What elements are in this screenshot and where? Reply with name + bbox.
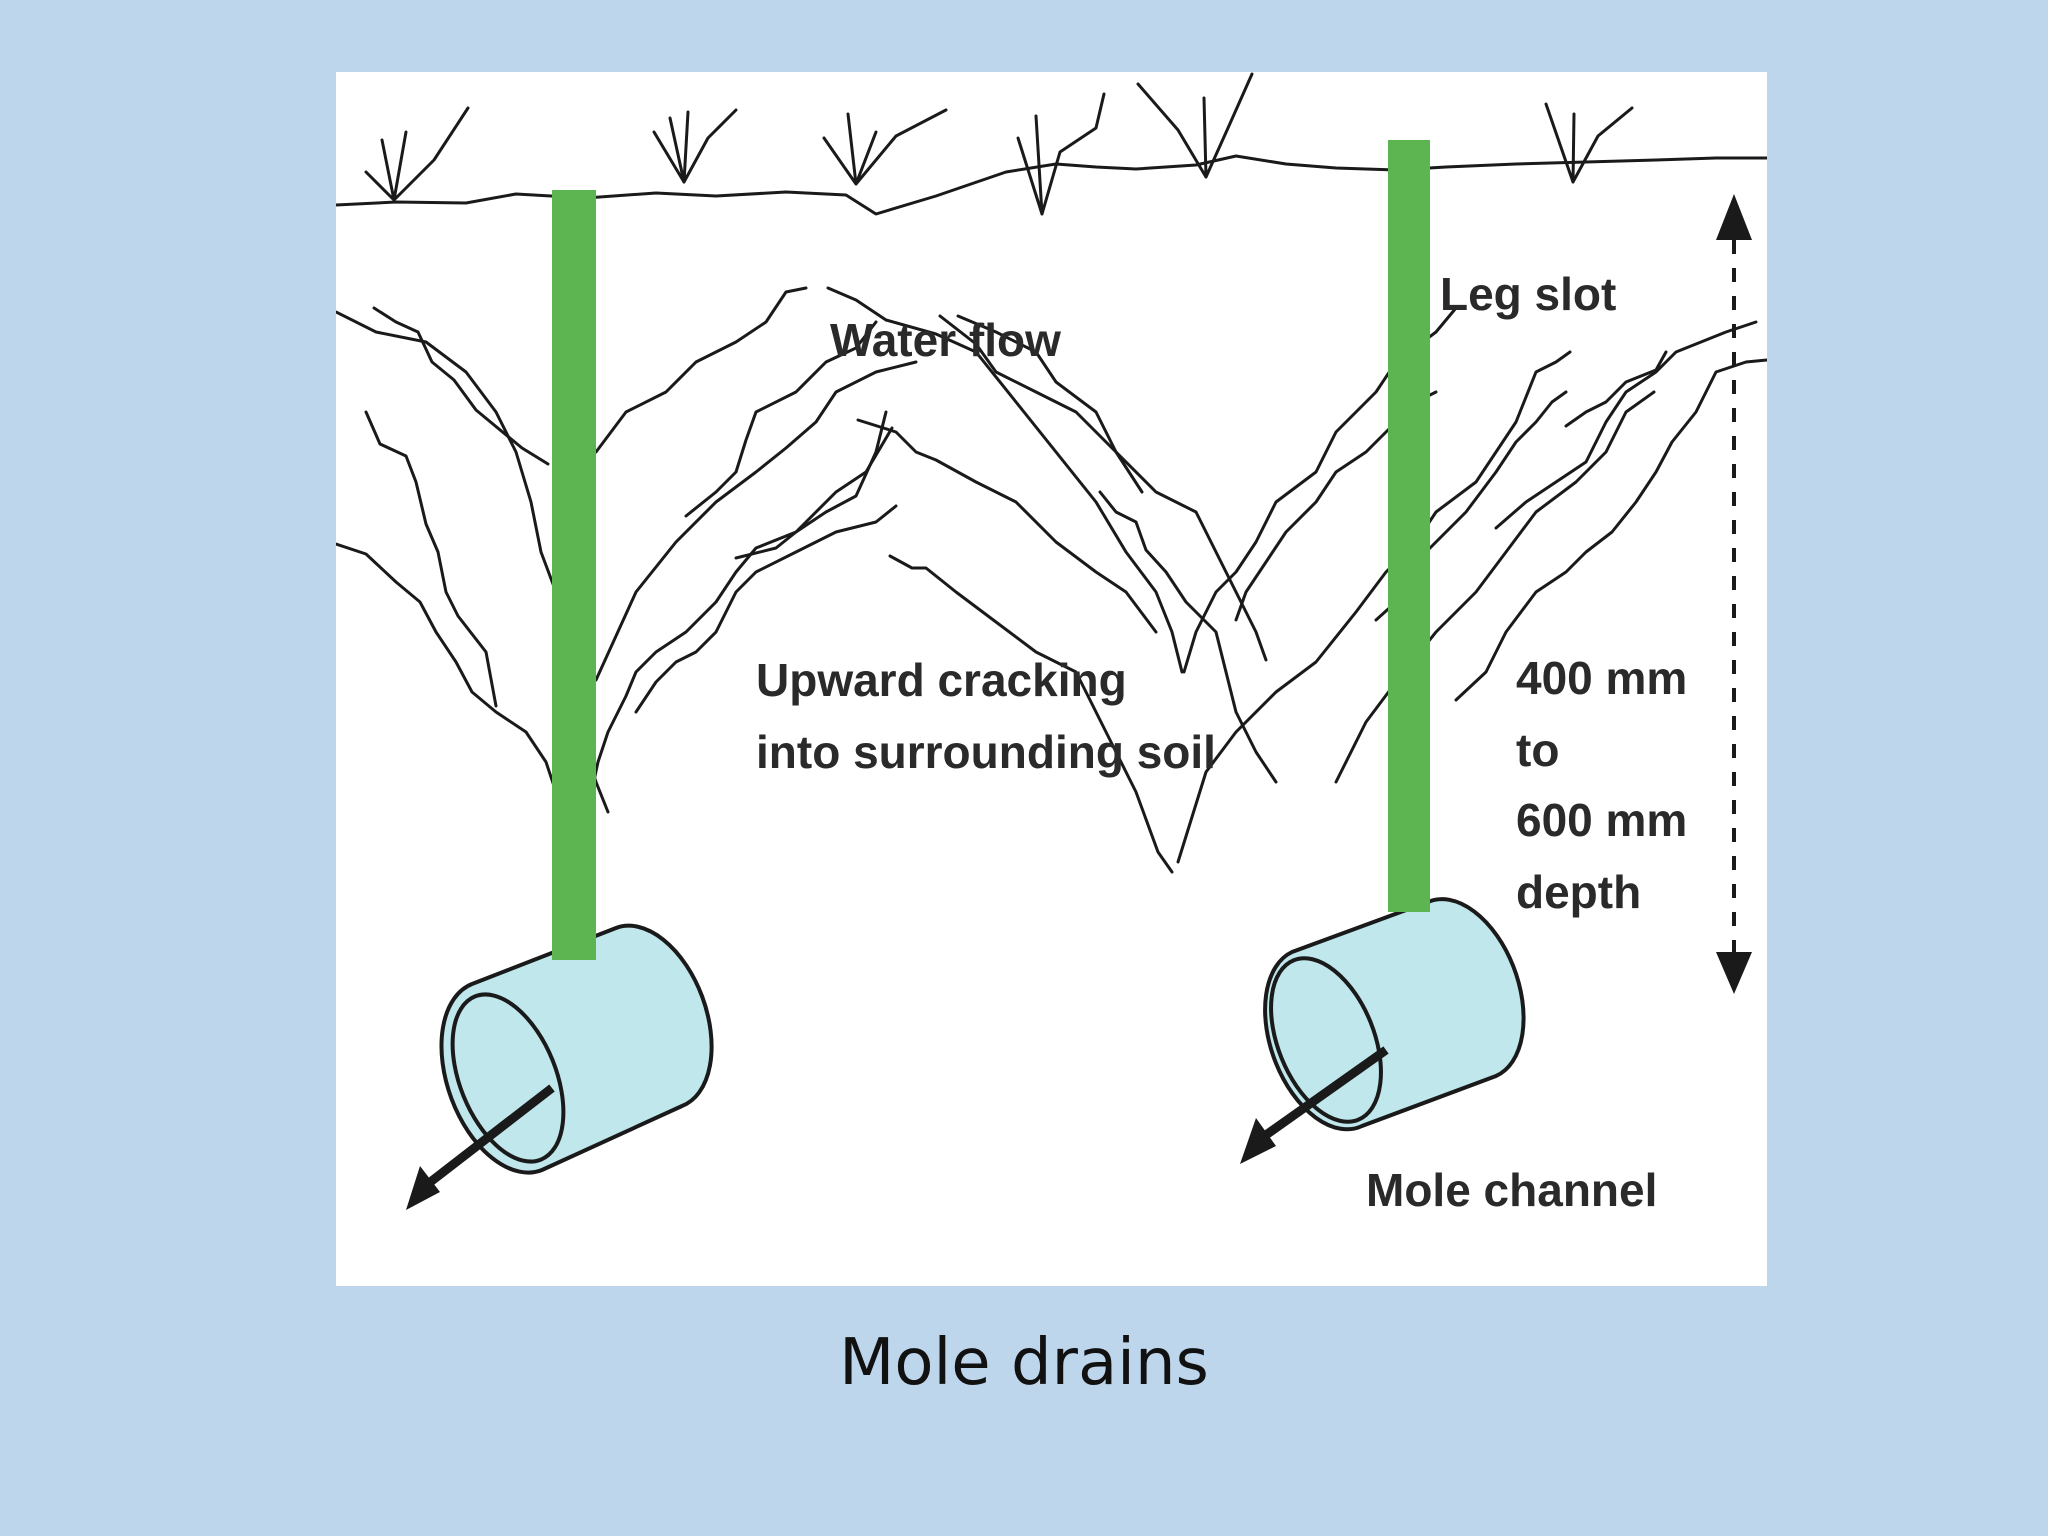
depth-arrowhead-down: [1716, 952, 1752, 994]
flow-arrow-right: [1253, 1046, 1389, 1146]
crack-line: [1494, 320, 1758, 530]
crack-line: [1334, 390, 1656, 784]
crack-line: [826, 286, 1184, 674]
depth-arrowhead-up: [1716, 194, 1752, 240]
grass-tufts: [364, 72, 1634, 216]
flow-arrow-left: [417, 1084, 555, 1194]
mole-channel-right: [1240, 897, 1526, 1164]
crack-line: [1176, 350, 1572, 864]
grass-tuft: [364, 106, 470, 202]
crack-line: [734, 426, 894, 560]
crack-line: [1564, 350, 1668, 428]
grass-tuft: [1544, 102, 1634, 184]
label-depth-line3: 600 mm: [1516, 794, 1687, 846]
grass-tuft: [1136, 72, 1254, 179]
flow-arrowhead-right: [1240, 1118, 1276, 1164]
crack-line: [336, 542, 558, 794]
crack-line: [684, 320, 878, 518]
slide-caption: Mole drains: [839, 1326, 1209, 1400]
crack-line: [568, 286, 808, 470]
leg-slot-left: [552, 190, 596, 960]
label-depth-line2: to: [1516, 724, 1559, 776]
crack-line: [372, 306, 550, 466]
label-depth-line4: depth: [1516, 866, 1641, 918]
grass-tuft: [652, 108, 738, 184]
leg-slot-right: [1388, 140, 1430, 912]
mole-channel-end: [450, 992, 566, 1164]
mole-channel-left: [406, 923, 714, 1210]
crack-line: [586, 410, 888, 810]
grass-tuft: [1016, 92, 1106, 216]
label-upward-cracking-line1: Upward cracking: [756, 654, 1127, 706]
crack-line: [634, 504, 898, 714]
label-upward-cracking-line2: into surrounding soil: [756, 726, 1216, 778]
depth-dimension-arrow: [1716, 194, 1752, 994]
crack-line: [956, 314, 1144, 494]
crack-line: [938, 314, 1268, 662]
diagram-panel: Water flow Leg slot Upward cracking into…: [336, 72, 1767, 1286]
label-mole-channel: Mole channel: [1366, 1164, 1657, 1216]
label-water-flow: Water flow: [830, 314, 1061, 366]
crack-line: [364, 410, 498, 708]
soil-surface-line: [336, 154, 1767, 216]
mole-drain-diagram: Water flow Leg slot Upward cracking into…: [336, 72, 1767, 1216]
soil-cracks: [336, 286, 1767, 874]
label-depth-line1: 400 mm: [1516, 652, 1687, 704]
crack-line: [856, 418, 1158, 634]
crack-line: [594, 360, 918, 682]
flow-arrowhead-left: [406, 1166, 440, 1210]
label-leg-slot: Leg slot: [1440, 268, 1616, 320]
grass-tuft: [822, 108, 948, 186]
crack-line: [1454, 358, 1767, 702]
mole-channel-end: [1269, 956, 1383, 1124]
crack-line: [888, 554, 1174, 874]
